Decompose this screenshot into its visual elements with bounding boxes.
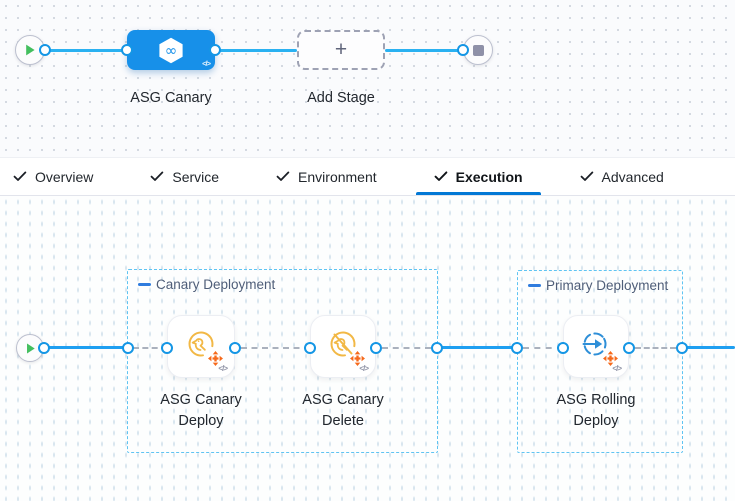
- connector-port[interactable]: [209, 44, 221, 56]
- scale-arrows-icon: [208, 350, 223, 366]
- step-group-primary-deployment[interactable]: Primary Deployment: [517, 270, 683, 453]
- connector-dashed-line: [635, 347, 676, 349]
- connector-line: [215, 49, 297, 52]
- check-icon: [434, 171, 447, 181]
- tab-label: Overview: [35, 168, 94, 185]
- connector-port[interactable]: [511, 342, 523, 354]
- step-group-label: Canary Deployment: [156, 277, 276, 292]
- step-group-header[interactable]: Primary Deployment: [528, 278, 668, 293]
- check-icon: [13, 171, 27, 181]
- tab-label: Execution: [455, 168, 523, 185]
- play-icon: [26, 343, 35, 353]
- connector-dashed-line: [523, 347, 563, 349]
- connector-port[interactable]: [161, 342, 173, 354]
- tab-label: Advanced: [601, 168, 664, 185]
- connector-port[interactable]: [623, 342, 635, 354]
- plus-icon: +: [334, 37, 348, 61]
- stage-name-label[interactable]: ASG Canary: [130, 90, 212, 106]
- connector-port[interactable]: [38, 342, 50, 354]
- connector-port[interactable]: [557, 342, 569, 354]
- tab-label: Environment: [298, 168, 377, 185]
- execution-canvas[interactable]: Canary Deployment </>: [0, 196, 735, 501]
- connector-line: [45, 49, 128, 52]
- connector-dashed-line: [241, 347, 310, 349]
- scale-arrows-icon: [350, 350, 365, 366]
- step-card-asg-canary-delete[interactable]: </>: [310, 315, 376, 378]
- connector-port[interactable]: [304, 342, 316, 354]
- scale-arrows-icon: [603, 350, 618, 366]
- asg-rolling-deploy-icon: [582, 332, 607, 355]
- connector-line: [683, 346, 735, 349]
- code-icon[interactable]: </>: [359, 364, 369, 373]
- tab-service[interactable]: Service: [150, 158, 219, 195]
- stage-node-asg-canary[interactable]: ∞ </>: [127, 30, 215, 70]
- connector-port[interactable]: [122, 342, 134, 354]
- add-stage-label[interactable]: Add Stage: [307, 90, 375, 106]
- add-stage-button[interactable]: +: [297, 30, 385, 70]
- code-icon[interactable]: </>: [218, 364, 228, 373]
- tab-execution[interactable]: Execution: [415, 158, 541, 195]
- stage-hexagon-icon: ∞: [159, 37, 183, 63]
- check-icon: [276, 171, 290, 181]
- asg-canary-deploy-icon: [188, 331, 214, 356]
- check-icon: [150, 171, 164, 181]
- stop-icon: [472, 44, 484, 56]
- step-group-canary-deployment[interactable]: Canary Deployment: [127, 269, 438, 453]
- play-icon: [26, 44, 35, 56]
- connector-port[interactable]: [431, 342, 443, 354]
- tab-overview[interactable]: Overview: [13, 158, 93, 195]
- step-card-asg-rolling-deploy[interactable]: </>: [563, 315, 629, 378]
- connector-line: [44, 346, 128, 349]
- group-dash-icon: [528, 284, 541, 287]
- code-icon[interactable]: </>: [612, 364, 622, 373]
- connector-port[interactable]: [229, 342, 241, 354]
- connector-dashed-line: [133, 347, 167, 349]
- check-icon: [580, 171, 593, 181]
- code-icon[interactable]: </>: [202, 59, 211, 68]
- connector-dashed-line: [382, 347, 431, 349]
- connector-port[interactable]: [370, 342, 382, 354]
- step-name-label[interactable]: ASG Rolling Deploy: [556, 392, 636, 429]
- stage-canvas[interactable]: ∞ </> + ASG Canary Add Stage: [0, 0, 735, 157]
- group-dash-icon: [138, 283, 151, 286]
- step-name-label[interactable]: ASG Canary Deploy: [160, 392, 242, 429]
- connector-line: [438, 346, 517, 349]
- asg-canary-delete-icon: [330, 331, 356, 356]
- tab-label: Service: [172, 168, 220, 185]
- stage-config-tabbar: Overview Service Environment Execution A…: [0, 157, 735, 196]
- connector-line: [385, 49, 463, 52]
- step-group-header[interactable]: Canary Deployment: [138, 277, 275, 292]
- step-group-label: Primary Deployment: [546, 278, 669, 293]
- tab-advanced[interactable]: Advanced: [580, 158, 664, 195]
- execution-start-node[interactable]: [16, 334, 44, 362]
- connector-port[interactable]: [676, 342, 688, 354]
- connector-port[interactable]: [121, 44, 133, 56]
- step-card-asg-canary-deploy[interactable]: </>: [167, 315, 235, 378]
- connector-port[interactable]: [39, 44, 51, 56]
- step-name-label[interactable]: ASG Canary Delete: [302, 392, 384, 429]
- svg-text:∞: ∞: [165, 41, 178, 59]
- tab-environment[interactable]: Environment: [276, 158, 377, 195]
- connector-port[interactable]: [457, 44, 469, 56]
